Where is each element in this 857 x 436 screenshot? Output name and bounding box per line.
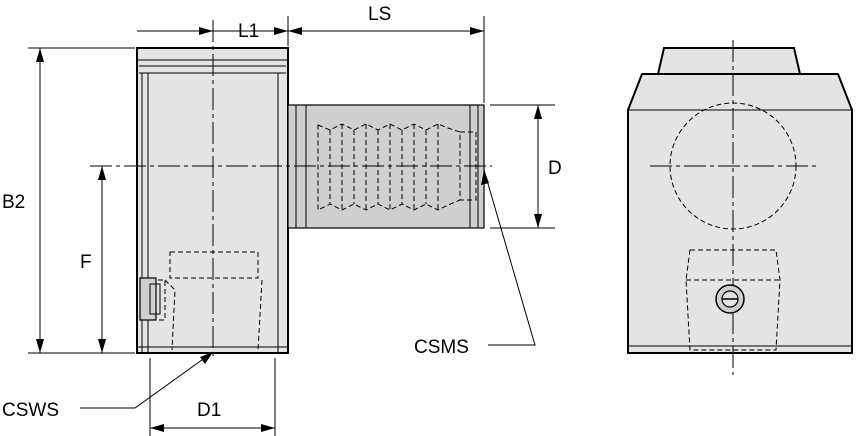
label-d1: D1 [197, 400, 221, 421]
front-top-tab [656, 47, 802, 75]
label-f: F [80, 252, 92, 273]
label-ls: LS [368, 4, 391, 25]
label-b2: B2 [2, 192, 25, 213]
csms-leader [483, 169, 536, 346]
label-l1: L1 [238, 21, 259, 42]
side-view [90, 20, 492, 360]
label-csms: CSMS [414, 337, 469, 358]
front-view [627, 40, 853, 375]
dimensions [28, 16, 555, 436]
csws-leader [80, 351, 214, 409]
label-csws: CSWS [2, 400, 59, 421]
label-d: D [548, 158, 562, 179]
front-body [627, 73, 853, 354]
side-shank [287, 104, 485, 229]
